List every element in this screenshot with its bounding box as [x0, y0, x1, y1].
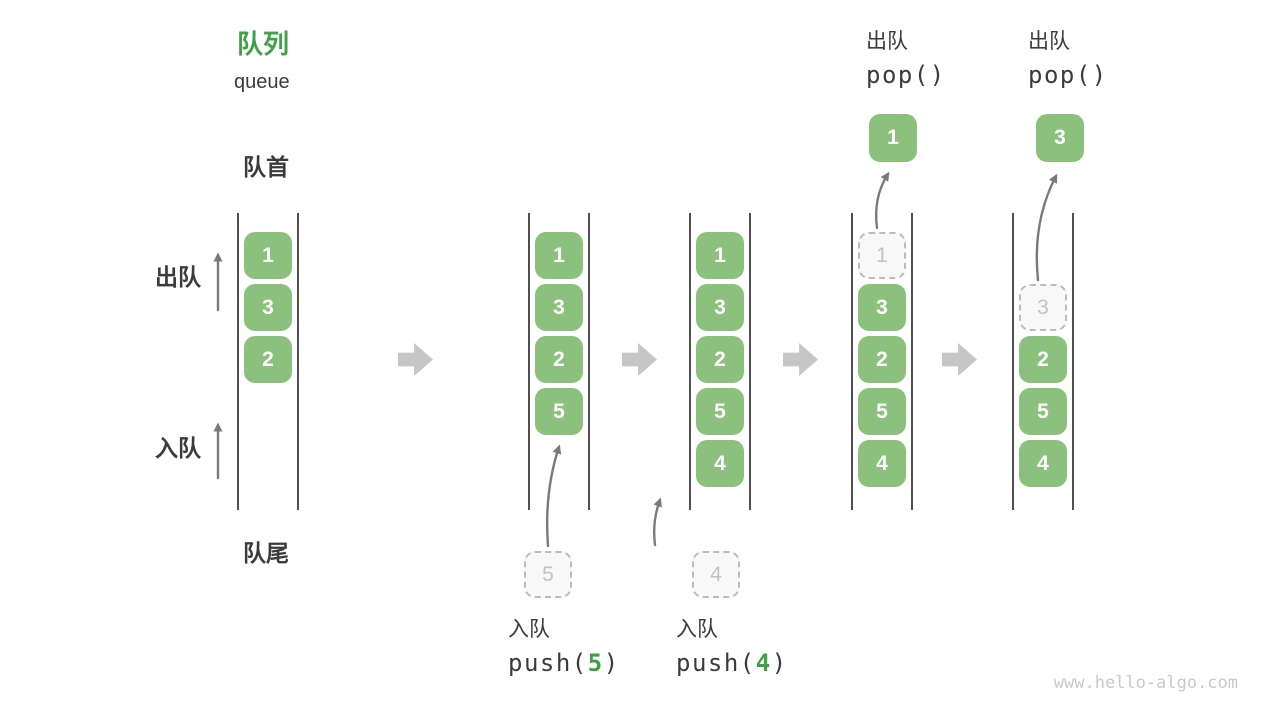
- dequeue-op-zh: 出队: [1028, 30, 1070, 53]
- queue-cell: 2: [1019, 336, 1067, 383]
- push-5-arrow: [545, 444, 562, 548]
- queue-cell: 5: [858, 388, 906, 435]
- queue-wall-left: [237, 213, 239, 510]
- dequeue-op-label: 出队 pop(): [866, 30, 946, 88]
- state-transition-arrow: [398, 343, 433, 376]
- state-transition-arrow: [942, 343, 977, 376]
- dequeued-ghost-cell: 1: [858, 232, 906, 279]
- enqueue-op-label: 入队 push(5): [508, 618, 620, 676]
- push-code-post: ): [771, 649, 788, 678]
- queue-cell: 2: [244, 336, 292, 383]
- queue-cell: 1: [696, 232, 744, 279]
- push-code-pre: push(: [508, 649, 588, 678]
- push-code-post: ): [603, 649, 620, 678]
- diagram-title-en: queue: [234, 71, 290, 93]
- dequeue-op-label: 出队 pop(): [1028, 30, 1108, 88]
- queue-cell: 3: [244, 284, 292, 331]
- queue-cell: 2: [696, 336, 744, 383]
- queue-wall-right: [588, 213, 590, 510]
- popped-cell: 1: [869, 114, 917, 162]
- dequeue-op-code: pop(): [1028, 61, 1108, 90]
- queue-cell: 2: [535, 336, 583, 383]
- dequeue-op-zh: 出队: [866, 30, 908, 53]
- staged-push-cell: 5: [524, 551, 572, 598]
- queue-wall-right: [1072, 213, 1074, 510]
- queue-cell: 4: [696, 440, 744, 487]
- enqueue-op-zh: 入队: [508, 618, 550, 641]
- watermark: www.hello-algo.com: [1053, 673, 1238, 693]
- enqueue-op-zh: 入队: [676, 618, 718, 641]
- dequeue-op-code: pop(): [866, 61, 946, 90]
- queue-wall-right: [749, 213, 751, 510]
- enqueue-side-label: 入队: [155, 435, 201, 461]
- push-4-arrow: [652, 497, 662, 547]
- enqueue-op-label: 入队 push(4): [676, 618, 788, 676]
- enqueue-op-code: push(4): [676, 650, 788, 676]
- queue-rear-label: 队尾: [243, 540, 289, 566]
- staged-push-cell: 4: [692, 551, 740, 598]
- queue-wall-left: [689, 213, 691, 510]
- queue-cell: 4: [858, 440, 906, 487]
- queue-cell: 4: [1019, 440, 1067, 487]
- queue-cell: 5: [535, 388, 583, 435]
- queue-cell: 1: [244, 232, 292, 279]
- push-code-pre: push(: [676, 649, 756, 678]
- pop-3-arrow: [1035, 173, 1058, 282]
- queue-cell: 5: [696, 388, 744, 435]
- push-arg-value: 4: [755, 649, 772, 678]
- queue-cell: 3: [535, 284, 583, 331]
- queue-wall-left: [851, 213, 853, 510]
- pop-1-arrow: [874, 171, 890, 230]
- dequeued-ghost-cell: 3: [1019, 284, 1067, 331]
- queue-cell: 5: [1019, 388, 1067, 435]
- queue-cell: 3: [858, 284, 906, 331]
- queue-wall-right: [297, 213, 299, 510]
- queue-cell: 3: [696, 284, 744, 331]
- dequeue-side-label: 出队: [155, 264, 201, 290]
- push-arg-value: 5: [587, 649, 604, 678]
- queue-wall-left: [1012, 213, 1014, 510]
- state-transition-arrow: [622, 343, 657, 376]
- enqueue-op-code: push(5): [508, 650, 620, 676]
- queue-cell: 1: [535, 232, 583, 279]
- queue-wall-left: [528, 213, 530, 510]
- queue-wall-right: [911, 213, 913, 510]
- popped-cell: 3: [1036, 114, 1084, 162]
- queue-front-label: 队首: [243, 154, 289, 180]
- diagram-title-zh: 队列: [237, 29, 290, 59]
- queue-cell: 2: [858, 336, 906, 383]
- state-transition-arrow: [783, 343, 818, 376]
